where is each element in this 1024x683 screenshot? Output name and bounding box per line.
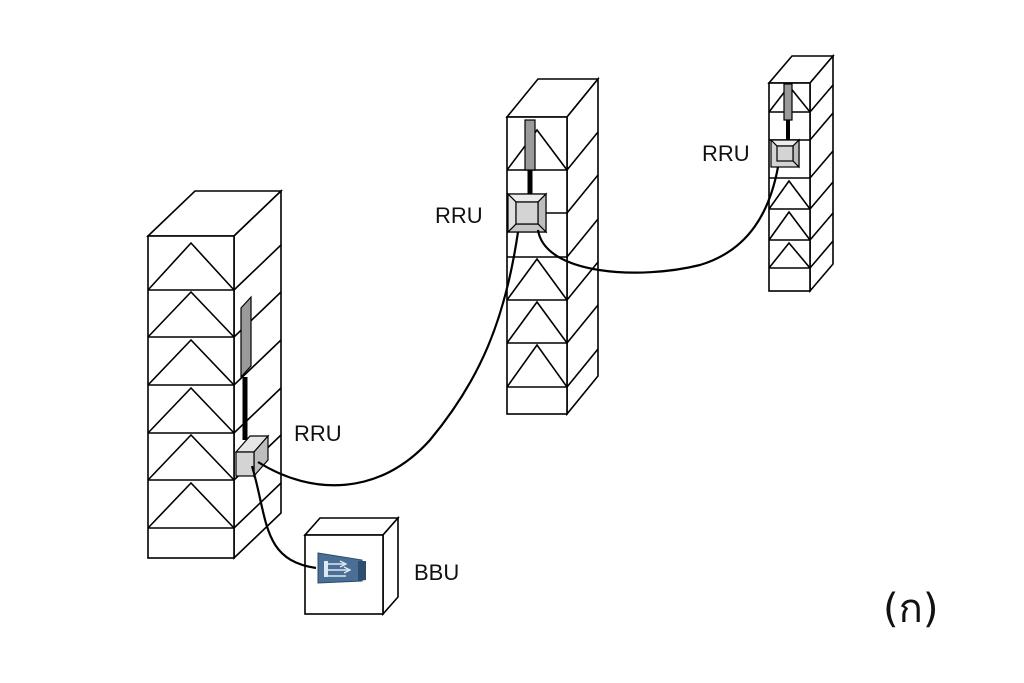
building-left-front bbox=[147, 235, 235, 559]
cable-left-rru-to-bbu bbox=[250, 465, 317, 570]
building-right bbox=[767, 53, 835, 294]
bbu-top bbox=[303, 517, 400, 536]
building-left-floors bbox=[147, 241, 282, 529]
building-middle-side bbox=[566, 76, 599, 417]
cables bbox=[250, 166, 780, 570]
rru-box-left bbox=[234, 434, 270, 478]
label-rru-right: RRU bbox=[702, 141, 750, 166]
label-bbu: BBU bbox=[414, 560, 459, 585]
label-rru-middle: RRU bbox=[435, 203, 483, 228]
antenna-left bbox=[240, 295, 252, 440]
rru-box-right bbox=[769, 138, 801, 169]
antenna-middle bbox=[524, 119, 536, 194]
bbu-icon bbox=[317, 552, 366, 584]
bbu-unit bbox=[303, 515, 400, 617]
antenna-right bbox=[783, 83, 793, 140]
rru-box-middle bbox=[506, 192, 548, 234]
bbu-side bbox=[382, 515, 399, 617]
figure-caption: (ก) bbox=[883, 586, 938, 632]
cable-middle-rru-to-right-rru bbox=[536, 166, 780, 274]
building-middle bbox=[505, 76, 600, 417]
building-middle-front bbox=[506, 116, 568, 415]
cable-left-rru-to-middle-rru bbox=[257, 231, 520, 487]
label-rru-left: RRU bbox=[294, 421, 342, 446]
